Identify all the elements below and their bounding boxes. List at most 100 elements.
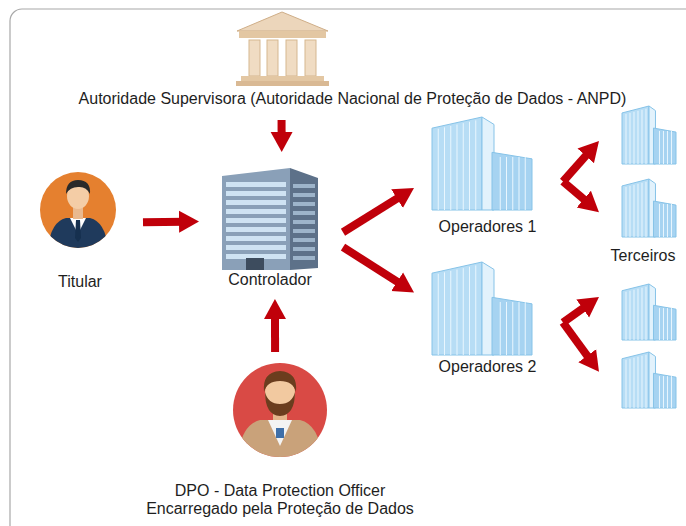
tower-annex <box>653 305 676 340</box>
building-window-row <box>226 236 286 241</box>
building-window-row <box>293 193 315 197</box>
tower-mullion <box>671 204 672 237</box>
dpo-beard <box>265 392 295 416</box>
temple-step <box>241 76 324 81</box>
tower-mullion <box>642 288 643 340</box>
tower-mullion <box>646 182 647 237</box>
tower-mullion <box>457 270 458 355</box>
building-window-row <box>226 218 286 223</box>
temple-step <box>236 81 329 86</box>
operator-node: Operadores 1 <box>420 110 555 240</box>
temple-pediment <box>237 12 328 31</box>
node-label: Controlador <box>228 271 312 289</box>
building-front <box>222 168 290 270</box>
dpo-shirt <box>268 420 292 446</box>
building-window-row <box>293 238 315 242</box>
third-party-building <box>622 352 676 408</box>
tower-front <box>432 117 482 210</box>
tower-mullion <box>626 292 627 340</box>
building-window-row <box>293 184 315 188</box>
tower-mullion <box>519 157 520 210</box>
dpo-icon <box>238 371 322 460</box>
frame-border <box>10 9 686 526</box>
tower-mullion <box>663 204 664 237</box>
building-window-row <box>226 245 286 250</box>
tower-mullion <box>506 302 507 355</box>
tower-mullion <box>450 271 451 355</box>
node-label: Operadores 1 <box>439 218 537 236</box>
tower-mullion <box>457 125 458 210</box>
controller-node: Controlador <box>205 158 335 293</box>
tower-mullion <box>634 290 635 340</box>
node-label: Autoridade Supervisora (Autoridade Nacio… <box>79 90 627 108</box>
person-suit <box>48 218 108 250</box>
tower-mullion <box>663 376 664 408</box>
tower-mullion <box>512 157 513 210</box>
tower-mullion <box>638 289 639 340</box>
building-window-row <box>226 227 286 232</box>
tower-mullion <box>506 157 507 210</box>
tower-mullion <box>638 184 639 237</box>
temple-architrave <box>239 31 326 38</box>
tower-mullion <box>646 355 647 408</box>
tower-mullion <box>659 204 660 237</box>
temple-column <box>249 40 260 76</box>
flow-arrow <box>143 218 185 227</box>
node-label: Operadores 2 <box>439 358 537 376</box>
temple-column <box>305 40 316 76</box>
tower-front <box>622 352 649 408</box>
tower-mullion <box>630 359 631 408</box>
tower-mullion <box>630 186 631 237</box>
tower-mullion <box>642 110 643 164</box>
tower-front <box>432 262 482 355</box>
tower-mullion <box>667 204 668 237</box>
tower-mullion <box>667 308 668 340</box>
controller-building <box>222 168 318 270</box>
tower-mullion <box>444 127 445 210</box>
flow-arrow <box>563 305 588 323</box>
tower-mullion <box>525 157 526 210</box>
dpo-hair <box>264 371 296 392</box>
tower-mullion <box>634 358 635 408</box>
tower-mullion <box>475 120 476 210</box>
flow-arrow <box>343 247 402 285</box>
tower-mullion <box>671 131 672 164</box>
tower-front <box>622 179 649 237</box>
tower-mullion <box>626 114 627 164</box>
temple-icon <box>236 12 329 86</box>
tower-mullion <box>469 267 470 355</box>
flow-arrow <box>278 120 286 138</box>
tower-mullion <box>667 376 668 408</box>
tower-mullion <box>659 308 660 340</box>
tower-mullion <box>642 356 643 408</box>
tower-mullion <box>634 112 635 164</box>
tower-mullion <box>500 302 501 355</box>
tower-front <box>622 106 649 164</box>
tower-mullion <box>667 131 668 164</box>
tower-mullion <box>663 131 664 164</box>
third-party-building <box>622 106 676 164</box>
person-tie <box>75 220 81 242</box>
building-window-row <box>226 191 286 196</box>
tower-mullion <box>671 308 672 340</box>
temple-column <box>267 40 278 76</box>
building-window-row <box>226 209 286 214</box>
building-door <box>246 258 264 270</box>
tower-annex <box>492 297 532 355</box>
node-label: Terceiros <box>611 247 676 265</box>
operator-building <box>432 117 532 210</box>
building-side <box>290 168 318 270</box>
building-window-row <box>293 220 315 224</box>
tower-mullion <box>630 291 631 340</box>
flow-arrow <box>343 195 402 232</box>
dpo-jacket <box>238 420 322 460</box>
dpo-node: DPO - Data Protection Officer Encarregad… <box>135 360 425 522</box>
flow-arrow <box>271 313 279 352</box>
node-label: DPO - Data Protection Officer Encarregad… <box>139 482 421 518</box>
person-icon <box>48 180 108 250</box>
tower-annex <box>653 201 676 237</box>
